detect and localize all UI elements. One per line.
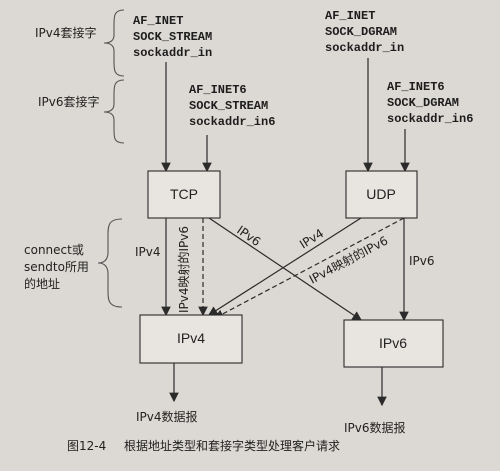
tcp-to-ipv6-line <box>208 217 362 321</box>
ipv4-box <box>139 314 243 364</box>
udp-ipv4-socket-info: AF_INET SOCK_DGRAM sockaddr_in <box>325 9 404 55</box>
tcp-box-label: TCP <box>170 186 198 202</box>
tcp-ipv4-address: sockaddr_in <box>133 46 212 60</box>
connect-sendto-label-line-2: sendto所用 <box>24 260 89 274</box>
network-boxes: IPv4 IPv6 <box>139 314 444 368</box>
udp-box <box>345 170 418 219</box>
figure-caption: 图12-4 根据地址类型和套接字类型处理客户请求 <box>67 438 340 453</box>
ipv6-socket-brace <box>103 79 125 144</box>
left-labels: IPv4套接字 IPv6套接字 connect或 sendto所用 的地址 <box>24 25 100 291</box>
connect-sendto-label-line-1: connect或 <box>24 243 84 257</box>
output-labels: IPv4数据报 IPv6数据报 <box>136 409 406 435</box>
udp-ipv6-address: sockaddr_in6 <box>387 112 473 126</box>
ipv6-box-label: IPv6 <box>379 335 407 351</box>
transport-boxes: TCP UDP <box>147 170 418 219</box>
routing-lines <box>161 217 409 322</box>
ipv4-socket-brace <box>103 9 125 77</box>
tcp-ipv6-socket-info: AF_INET6 SOCK_STREAM sockaddr_in6 <box>189 83 275 129</box>
udp-box-label: UDP <box>366 186 396 202</box>
ipv4-box-label: IPv4 <box>177 330 205 346</box>
udp-ipv4-to-ipv4-line <box>207 217 362 316</box>
connect-sendto-label-line-3: 的地址 <box>24 276 60 291</box>
left-braces <box>97 9 125 308</box>
tcp-mapped-ipv6-path-label: IPv4映射的IPv6 <box>176 226 191 313</box>
tcp-ipv6-address: sockaddr_in6 <box>189 115 275 129</box>
tcp-ipv4-socket-info: AF_INET SOCK_STREAM sockaddr_in <box>133 14 212 60</box>
incoming-arrows <box>161 58 410 173</box>
tcp-ipv4-family: AF_INET <box>133 14 183 28</box>
udp-ipv4-type: SOCK_DGRAM <box>325 25 397 39</box>
connect-sendto-brace <box>97 218 123 308</box>
ipv4-socket-label: IPv4套接字 <box>35 25 97 40</box>
udp-mapped-ipv6-dashed-line <box>213 217 405 319</box>
figure-caption-text: 根据地址类型和套接字类型处理客户请求 <box>124 438 340 453</box>
ipv6-datagram-label: IPv6数据报 <box>344 420 406 435</box>
tcp-ipv6-family: AF_INET6 <box>189 83 247 97</box>
tcp-box <box>147 170 221 219</box>
output-arrows <box>169 363 387 407</box>
tcp-ipv4-path-label: IPv4 <box>135 245 161 259</box>
udp-ipv4-family: AF_INET <box>325 9 375 23</box>
udp-ipv6-path-label: IPv6 <box>409 254 435 268</box>
udp-ipv4-path-label: IPv4 <box>297 226 326 251</box>
udp-ipv4-address: sockaddr_in <box>325 41 404 55</box>
ipv4-datagram-label: IPv4数据报 <box>136 409 198 424</box>
tcp-ipv6-type: SOCK_STREAM <box>189 99 268 113</box>
udp-ipv6-type: SOCK_DGRAM <box>387 96 459 110</box>
tcp-ipv4-type: SOCK_STREAM <box>133 30 212 44</box>
ipv6-box <box>343 319 444 368</box>
udp-ipv6-socket-info: AF_INET6 SOCK_DGRAM sockaddr_in6 <box>387 80 473 126</box>
udp-ipv6-family: AF_INET6 <box>387 80 445 94</box>
ipv6-socket-label: IPv6套接字 <box>38 94 100 109</box>
routing-labels: IPv4 IPv4映射的IPv6 IPv6 IPv4 IPv4映射的IPv6 I… <box>135 223 435 313</box>
figure-number: 图12-4 <box>67 439 106 453</box>
